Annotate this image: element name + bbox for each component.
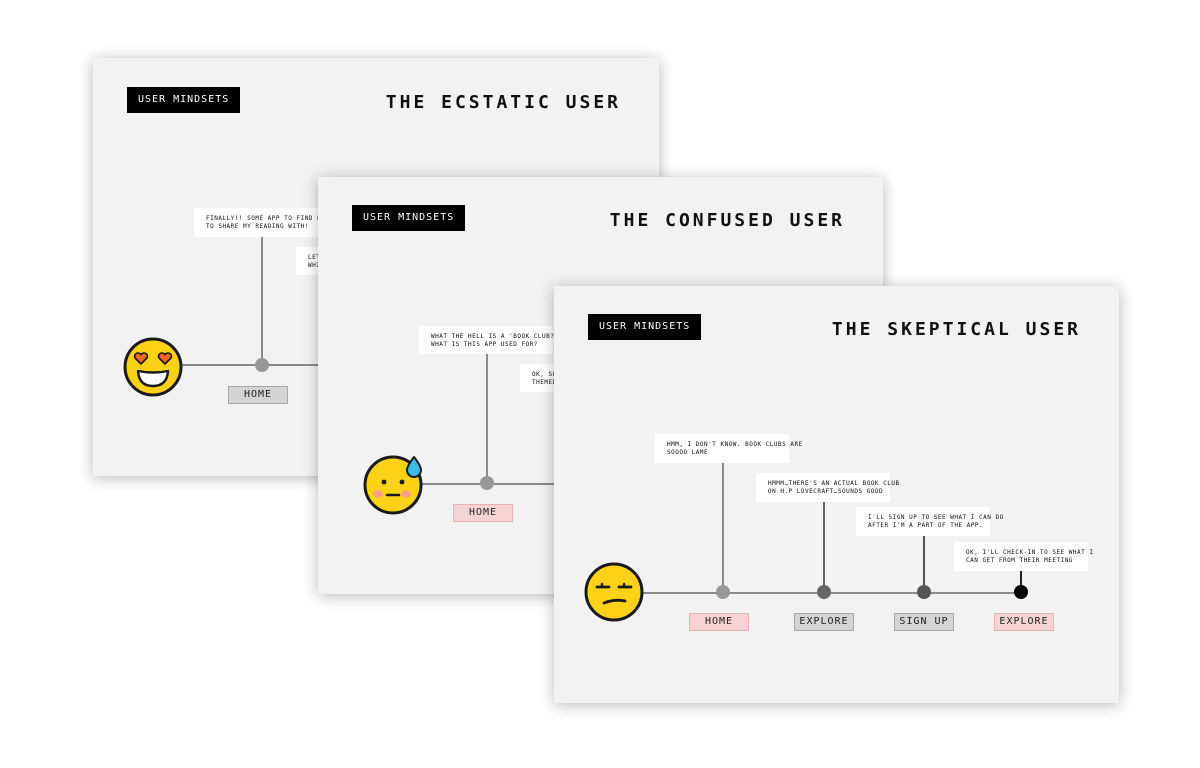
user-mindsets-tag: USER MINDSETS xyxy=(588,314,702,340)
timeline-connector xyxy=(722,462,724,593)
sweat-face-icon xyxy=(363,455,423,515)
unamused-face-icon xyxy=(584,562,644,622)
timeline-node xyxy=(716,585,730,599)
bubble-text: I'LL SIGN UP TO SEE WHAT I CAN DO AFTER … xyxy=(868,514,1004,529)
stage-label-home: HOME xyxy=(453,504,513,522)
bubble-text: HMMM…THERE'S AN ACTUAL BOOK CLUB ON H.P … xyxy=(768,480,900,495)
user-mindsets-tag: USER MINDSETS xyxy=(352,205,466,231)
thought-bubble: OK, I'LL CHECK-IN TO SEE WHAT I CAN GET … xyxy=(954,542,1093,571)
thought-bubble: FINALLY!! SOME APP TO FIND PEOPLE TO SHA… xyxy=(194,208,341,237)
bubble-text: LET WHI xyxy=(308,254,321,269)
stage-label-explore: EXPLORE xyxy=(794,613,854,631)
thought-bubble: I'LL SIGN UP TO SEE WHAT I CAN DO AFTER … xyxy=(856,507,1003,536)
user-mindsets-tag: USER MINDSETS xyxy=(127,87,241,113)
timeline-node xyxy=(1014,585,1028,599)
bubble-text: OK, I'LL CHECK-IN TO SEE WHAT I CAN GET … xyxy=(966,549,1094,564)
stage-label-explore: EXPLORE xyxy=(994,613,1054,631)
heart-eyes-face-icon xyxy=(123,337,183,397)
timeline-connector xyxy=(261,233,263,365)
card-title: THE CONFUSED USER xyxy=(609,210,845,231)
timeline-node xyxy=(255,358,269,372)
card-title: THE ECSTATIC USER xyxy=(385,92,621,113)
timeline-connector xyxy=(823,501,825,593)
stage-label-home: HOME xyxy=(689,613,749,631)
timeline-connector xyxy=(486,349,488,484)
timeline-node xyxy=(917,585,931,599)
card-title: THE SKEPTICAL USER xyxy=(831,319,1081,340)
bubble-text: HMM, I DON'T KNOW. BOOK CLUBS ARE SOOOO … xyxy=(667,441,803,456)
thought-bubble: HMM, I DON'T KNOW. BOOK CLUBS ARE SOOOO … xyxy=(655,434,802,463)
bubble-text: WHAT THE HELL IS A 'BOOK CLUB?'. WHAT IS… xyxy=(431,333,563,348)
stage-label-home: HOME xyxy=(228,386,288,404)
card-skeptical-user: USER MINDSETS THE SKEPTICAL USER HMM, I … xyxy=(554,286,1119,703)
bubble-text: OK, SO THEMED xyxy=(532,371,557,386)
thought-bubble: HMMM…THERE'S AN ACTUAL BOOK CLUB ON H.P … xyxy=(756,473,899,502)
timeline-node xyxy=(480,476,494,490)
timeline-connector xyxy=(1020,570,1022,593)
timeline-node xyxy=(817,585,831,599)
stage-label-sign-up: SIGN UP xyxy=(894,613,954,631)
thought-bubble: WHAT THE HELL IS A 'BOOK CLUB?'. WHAT IS… xyxy=(419,326,562,354)
timeline-connector xyxy=(923,535,925,593)
